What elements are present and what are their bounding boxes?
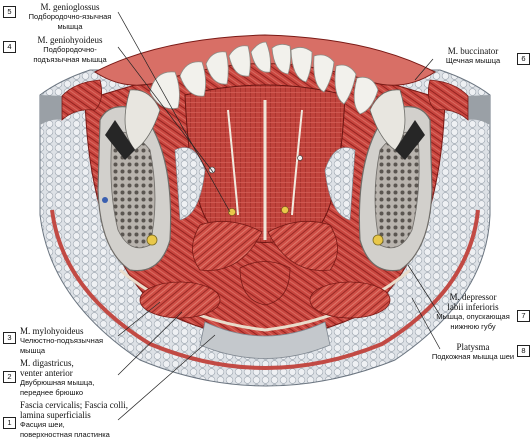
label-number: 4 <box>3 41 16 53</box>
latin-name: M. geniohyoideus <box>37 35 103 45</box>
label-digastricus: M. digastricus, venter anterior Двубрюшн… <box>20 358 120 398</box>
platysma <box>50 209 480 370</box>
label-number: 1 <box>3 417 16 429</box>
label-number: 3 <box>3 332 16 344</box>
label-number: 7 <box>517 310 530 322</box>
russian-name: Подкожная мышца шеи <box>431 352 515 361</box>
latin-name: Platysma <box>456 342 490 352</box>
russian-name: Подбородочно- подъязычная мышца <box>33 45 107 64</box>
russian-name: Челюстно-подъязычная мышца <box>20 336 104 355</box>
label-number: 6 <box>517 53 530 65</box>
russian-name: Подбородочно-язычная мышца <box>28 12 112 31</box>
label-geniohyoideus: M. geniohyoideus Подбородочно- подъязычн… <box>20 35 120 65</box>
russian-name: Щечная мышца <box>445 56 501 65</box>
russian-name: Фасция шеи, поверхностная пластинка <box>20 420 110 439</box>
russian-name: Мышца, опускающая нижнюю губу <box>436 312 510 331</box>
latin-name: M. digastricus, venter anterior <box>20 358 74 378</box>
digastric-right <box>309 281 391 319</box>
label-depressor-labii: M. depressor labii inferioris Мышца, опу… <box>430 292 516 332</box>
digastric-left <box>139 281 221 319</box>
label-buccinator: M. buccinator Щечная мышца <box>430 46 516 66</box>
label-genioglossus: M. genioglossus Подбородочно-язычная мыш… <box>20 2 120 32</box>
latin-name: Fascia cervicalis; Fascia colli, lamina … <box>20 400 128 420</box>
label-number: 8 <box>517 345 530 357</box>
label-fascia-cervicalis: Fascia cervicalis; Fascia colli, lamina … <box>20 400 140 440</box>
label-platysma: Platysma Подкожная мышца шеи <box>430 342 516 362</box>
label-mylohyoideus: M. mylohyoideus Челюстно-подъязычная мыш… <box>20 326 120 356</box>
latin-name: M. mylohyoideus <box>20 326 84 336</box>
label-number: 2 <box>3 371 16 383</box>
latin-name: M. depressor labii inferioris <box>447 292 499 312</box>
teeth-row <box>149 41 379 115</box>
latin-name: M. genioglossus <box>40 2 100 12</box>
russian-name: Двубрюшная мышца, переднее брюшко <box>20 378 95 397</box>
latin-name: M. buccinator <box>447 46 499 56</box>
leader-lines <box>117 11 441 421</box>
label-number: 5 <box>3 6 16 18</box>
